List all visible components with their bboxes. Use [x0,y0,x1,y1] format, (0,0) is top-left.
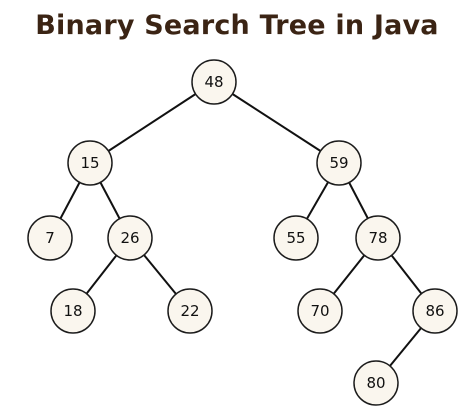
edge-15-7 [59,181,81,220]
edge-86-80 [389,327,422,367]
node-circle [273,215,319,261]
tree-node-59: 59 [316,140,362,186]
node-label: 80 [366,374,385,392]
tree-edges [59,93,423,367]
tree-node-86: 86 [412,288,458,334]
node-label: 7 [45,229,55,247]
node-label: 86 [425,302,444,320]
node-circle [107,215,153,261]
edge-15-26 [99,181,121,220]
edge-59-78 [348,182,369,219]
tree-node-18: 18 [50,288,96,334]
node-label: 15 [80,154,99,172]
tree-node-7: 7 [27,215,73,261]
node-circle [297,288,343,334]
node-label: 78 [368,229,387,247]
tree-node-48: 48 [191,59,237,105]
tree-node-26: 26 [107,215,153,261]
tree-node-70: 70 [297,288,343,334]
tree-node-80: 80 [353,360,399,406]
tree-node-15: 15 [67,140,113,186]
node-circle [167,288,213,334]
node-circle [355,215,401,261]
edge-26-22 [143,254,177,295]
node-circle [412,288,458,334]
tree-node-55: 55 [273,215,319,261]
node-circle [353,360,399,406]
edge-59-55 [306,181,329,220]
node-label: 48 [204,73,223,91]
node-label: 22 [180,302,199,320]
node-label: 59 [329,154,348,172]
edge-78-70 [332,254,366,295]
node-circle [50,288,96,334]
tree-node-22: 22 [167,288,213,334]
edge-78-86 [390,254,423,295]
tree-node-78: 78 [355,215,401,261]
node-label: 18 [63,302,82,320]
tree-nodes: 48 15 59 7 26 55 78 18 22 70 86 80 [27,59,458,406]
node-circle [27,215,73,261]
node-label: 70 [310,302,329,320]
node-circle [67,140,113,186]
node-circle [191,59,237,105]
edge-48-59 [231,93,322,152]
node-circle [316,140,362,186]
edge-26-18 [85,254,118,295]
node-label: 55 [286,229,305,247]
node-label: 26 [120,229,139,247]
edge-48-15 [107,93,197,152]
diagram-title: Binary Search Tree in Java [35,10,439,41]
